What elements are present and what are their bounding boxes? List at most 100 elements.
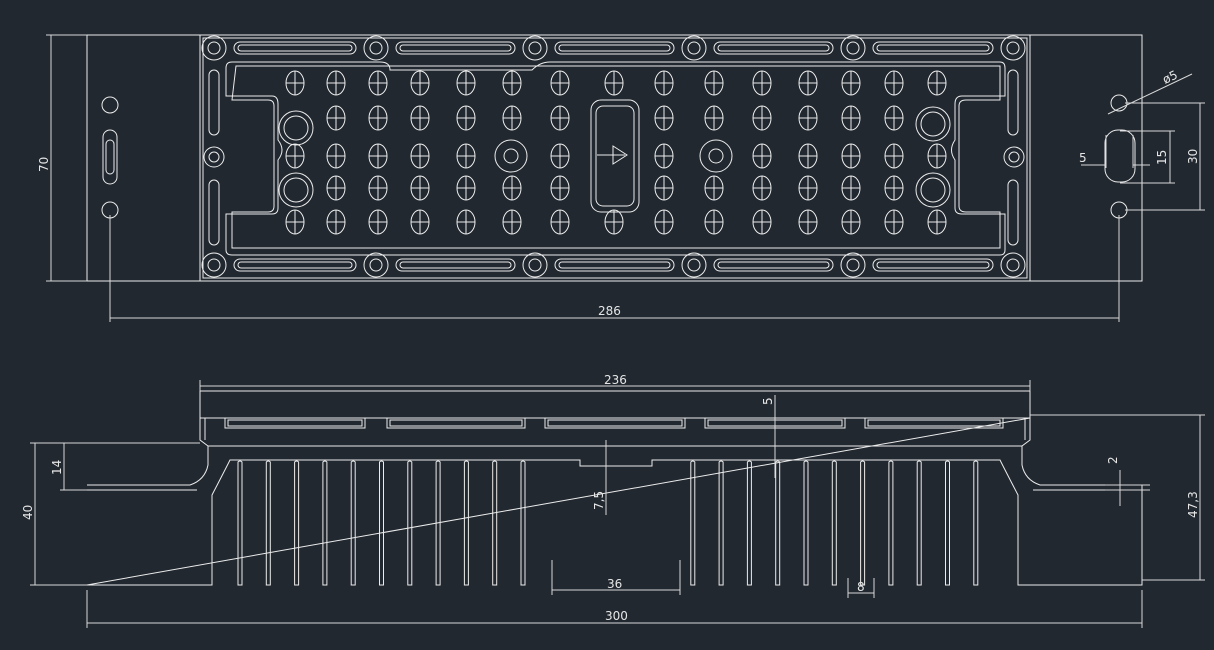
edge-slot xyxy=(395,258,516,272)
dim-width-236: 236 xyxy=(604,373,627,387)
screw-hole-inner xyxy=(1006,258,1020,272)
dim-width-286: 286 xyxy=(598,304,621,318)
fin xyxy=(322,460,328,586)
front-body-outline xyxy=(86,417,1143,586)
fin xyxy=(888,460,894,586)
screw-hole-inner xyxy=(369,258,383,272)
screw-hole xyxy=(840,35,866,61)
dim-height-40: 40 xyxy=(21,505,35,520)
fin xyxy=(916,460,922,586)
edge-slot-inner xyxy=(237,261,353,269)
screw-hole xyxy=(363,35,389,61)
fin xyxy=(520,460,526,586)
fin xyxy=(746,460,752,586)
screw-hole-inner xyxy=(369,41,383,55)
screw-hole xyxy=(363,252,389,278)
arrow-icon xyxy=(597,145,628,165)
edge-slot-inner xyxy=(717,261,830,269)
dim-width-300: 300 xyxy=(605,609,628,623)
screw-hole-inner xyxy=(528,258,542,272)
fin xyxy=(860,460,866,586)
side-hole-right-inner xyxy=(1008,151,1020,163)
front-plate-pockets xyxy=(224,418,1004,429)
center-window-inner xyxy=(595,105,635,207)
fin xyxy=(237,460,243,586)
front-dimensions xyxy=(30,380,1205,628)
screw-hole-inner xyxy=(846,41,860,55)
dim-plate-5: 5 xyxy=(761,397,775,405)
screw-hole xyxy=(201,252,227,278)
edge-slot xyxy=(872,41,994,55)
mount-hole-2-inner xyxy=(283,177,309,203)
edge-slot xyxy=(233,41,357,55)
edge-slot-inner xyxy=(876,261,990,269)
fin xyxy=(803,460,809,586)
screw-hole-inner xyxy=(687,258,701,272)
dim-diameter-5: ø5 xyxy=(1160,68,1179,87)
mount-hole-2 xyxy=(278,172,314,208)
side-slot xyxy=(208,69,220,136)
boss-right-inner xyxy=(708,148,724,164)
screw-hole xyxy=(522,35,548,61)
fin xyxy=(350,460,356,586)
boss-left-inner xyxy=(503,148,519,164)
screw-hole xyxy=(1000,35,1026,61)
dim-pitch-30: 30 xyxy=(1186,149,1200,164)
side-hole-left-inner xyxy=(208,151,220,163)
edge-slot-inner xyxy=(717,44,830,52)
right-slot xyxy=(1104,129,1136,183)
left-slot xyxy=(102,129,118,185)
edge-slot xyxy=(233,258,357,272)
edge-slot xyxy=(872,258,994,272)
edge-slot xyxy=(554,41,675,55)
screw-hole xyxy=(681,35,707,61)
fin xyxy=(775,460,781,586)
top-dimensions xyxy=(46,34,1205,322)
screw-hole-inner xyxy=(846,258,860,272)
mount-hole-1 xyxy=(278,110,314,146)
dim-fin-8: 8 xyxy=(857,580,865,594)
heatsink-fins xyxy=(237,460,979,586)
top-cavity-outline-inner xyxy=(231,65,1001,249)
screw-hole-inner xyxy=(207,258,221,272)
fin xyxy=(690,460,696,586)
mount-hole-3-inner xyxy=(920,111,946,137)
dim-gap-7-5: 7,5 xyxy=(592,491,606,510)
fin xyxy=(407,460,413,586)
side-slot xyxy=(208,179,220,246)
mount-hole-1-inner xyxy=(283,115,309,141)
dim-thickness-2: 2 xyxy=(1106,456,1120,464)
fin xyxy=(435,460,441,586)
side-slot xyxy=(1007,179,1019,246)
screw-hole xyxy=(201,35,227,61)
edge-slot xyxy=(713,41,834,55)
top-view xyxy=(86,34,1143,282)
top-heatsink-inner xyxy=(202,37,1028,279)
mount-hole-4 xyxy=(915,172,951,208)
side-slot xyxy=(1007,69,1019,136)
boss-left xyxy=(494,139,528,173)
dim-step-14: 14 xyxy=(50,460,64,475)
fin xyxy=(718,460,724,586)
edge-slot-inner xyxy=(237,44,353,52)
mount-hole-4-inner xyxy=(920,177,946,203)
screw-hole-inner xyxy=(207,41,221,55)
fin xyxy=(945,460,950,586)
edge-slot-inner xyxy=(399,44,512,52)
dim-height-47-3: 47,3 xyxy=(1186,491,1200,518)
edge-slot-inner xyxy=(558,261,671,269)
edge-slot xyxy=(554,258,675,272)
dim-slot-height-15: 15 xyxy=(1155,150,1169,165)
edge-slot xyxy=(395,41,516,55)
fin xyxy=(463,460,469,586)
edge-slot-inner xyxy=(399,261,512,269)
screw-hole xyxy=(681,252,707,278)
edge-slot-inner xyxy=(558,44,671,52)
boss-right xyxy=(699,139,733,173)
screw-hole xyxy=(1000,252,1026,278)
side-hole-right xyxy=(1003,146,1025,168)
edge-slot xyxy=(713,258,834,272)
front-top-plate xyxy=(199,390,1031,419)
fin xyxy=(492,460,498,586)
